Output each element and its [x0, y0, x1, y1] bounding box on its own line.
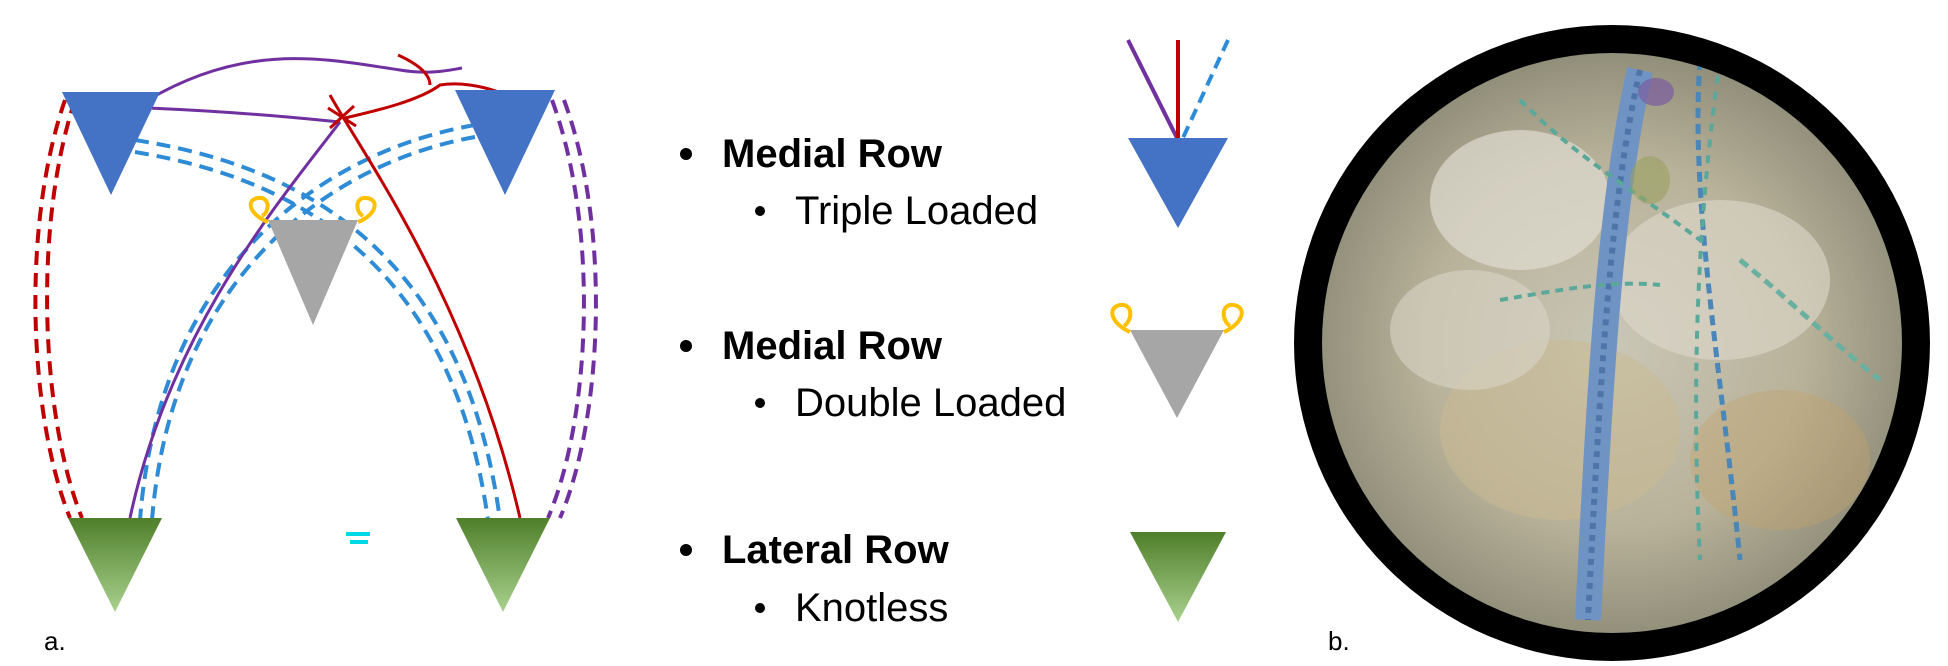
bullet [680, 544, 692, 556]
medial-double-loaded-anchor [248, 195, 377, 325]
bullet [755, 603, 765, 613]
legend-detail-lateral: Knotless [795, 586, 948, 630]
bullet [755, 398, 765, 408]
blue-triangle-with-sutures-icon [1126, 39, 1230, 228]
panel-a-label: a. [44, 626, 66, 656]
panel-b-label: b. [1328, 626, 1350, 656]
construct-diagram [33, 53, 598, 612]
lateral-knotless-anchor-right [456, 518, 550, 612]
cyan-mark [350, 540, 368, 544]
suture-crossing [327, 104, 357, 130]
medial-triple-loaded-anchor-left [62, 92, 160, 195]
bullet [680, 148, 692, 160]
legend-detail-triple: Triple Loaded [795, 189, 1038, 233]
lateral-knotless-anchor-left [68, 518, 162, 612]
purple-outer-sutures [546, 99, 598, 519]
medial-triple-loaded-anchor-right [455, 90, 555, 195]
legend-title-double: Medial Row [722, 324, 943, 368]
green-triangle-icon [1130, 532, 1226, 622]
red-outer-sutures [33, 99, 84, 519]
legend-detail-double: Double Loaded [795, 381, 1066, 425]
bullet [680, 340, 692, 352]
purple-sutures [128, 57, 463, 519]
legend: Medial Row Triple Loaded Medial Row Doub… [680, 132, 1066, 630]
legend-title-triple: Medial Row [722, 132, 943, 176]
bullet [755, 206, 765, 216]
gray-triangle-with-loops-icon [1110, 302, 1244, 418]
legend-title-lateral: Lateral Row [722, 528, 950, 572]
blue-suture-arcs [134, 123, 502, 521]
arthroscopic-view [1294, 25, 1930, 661]
cyan-mark [346, 532, 370, 536]
